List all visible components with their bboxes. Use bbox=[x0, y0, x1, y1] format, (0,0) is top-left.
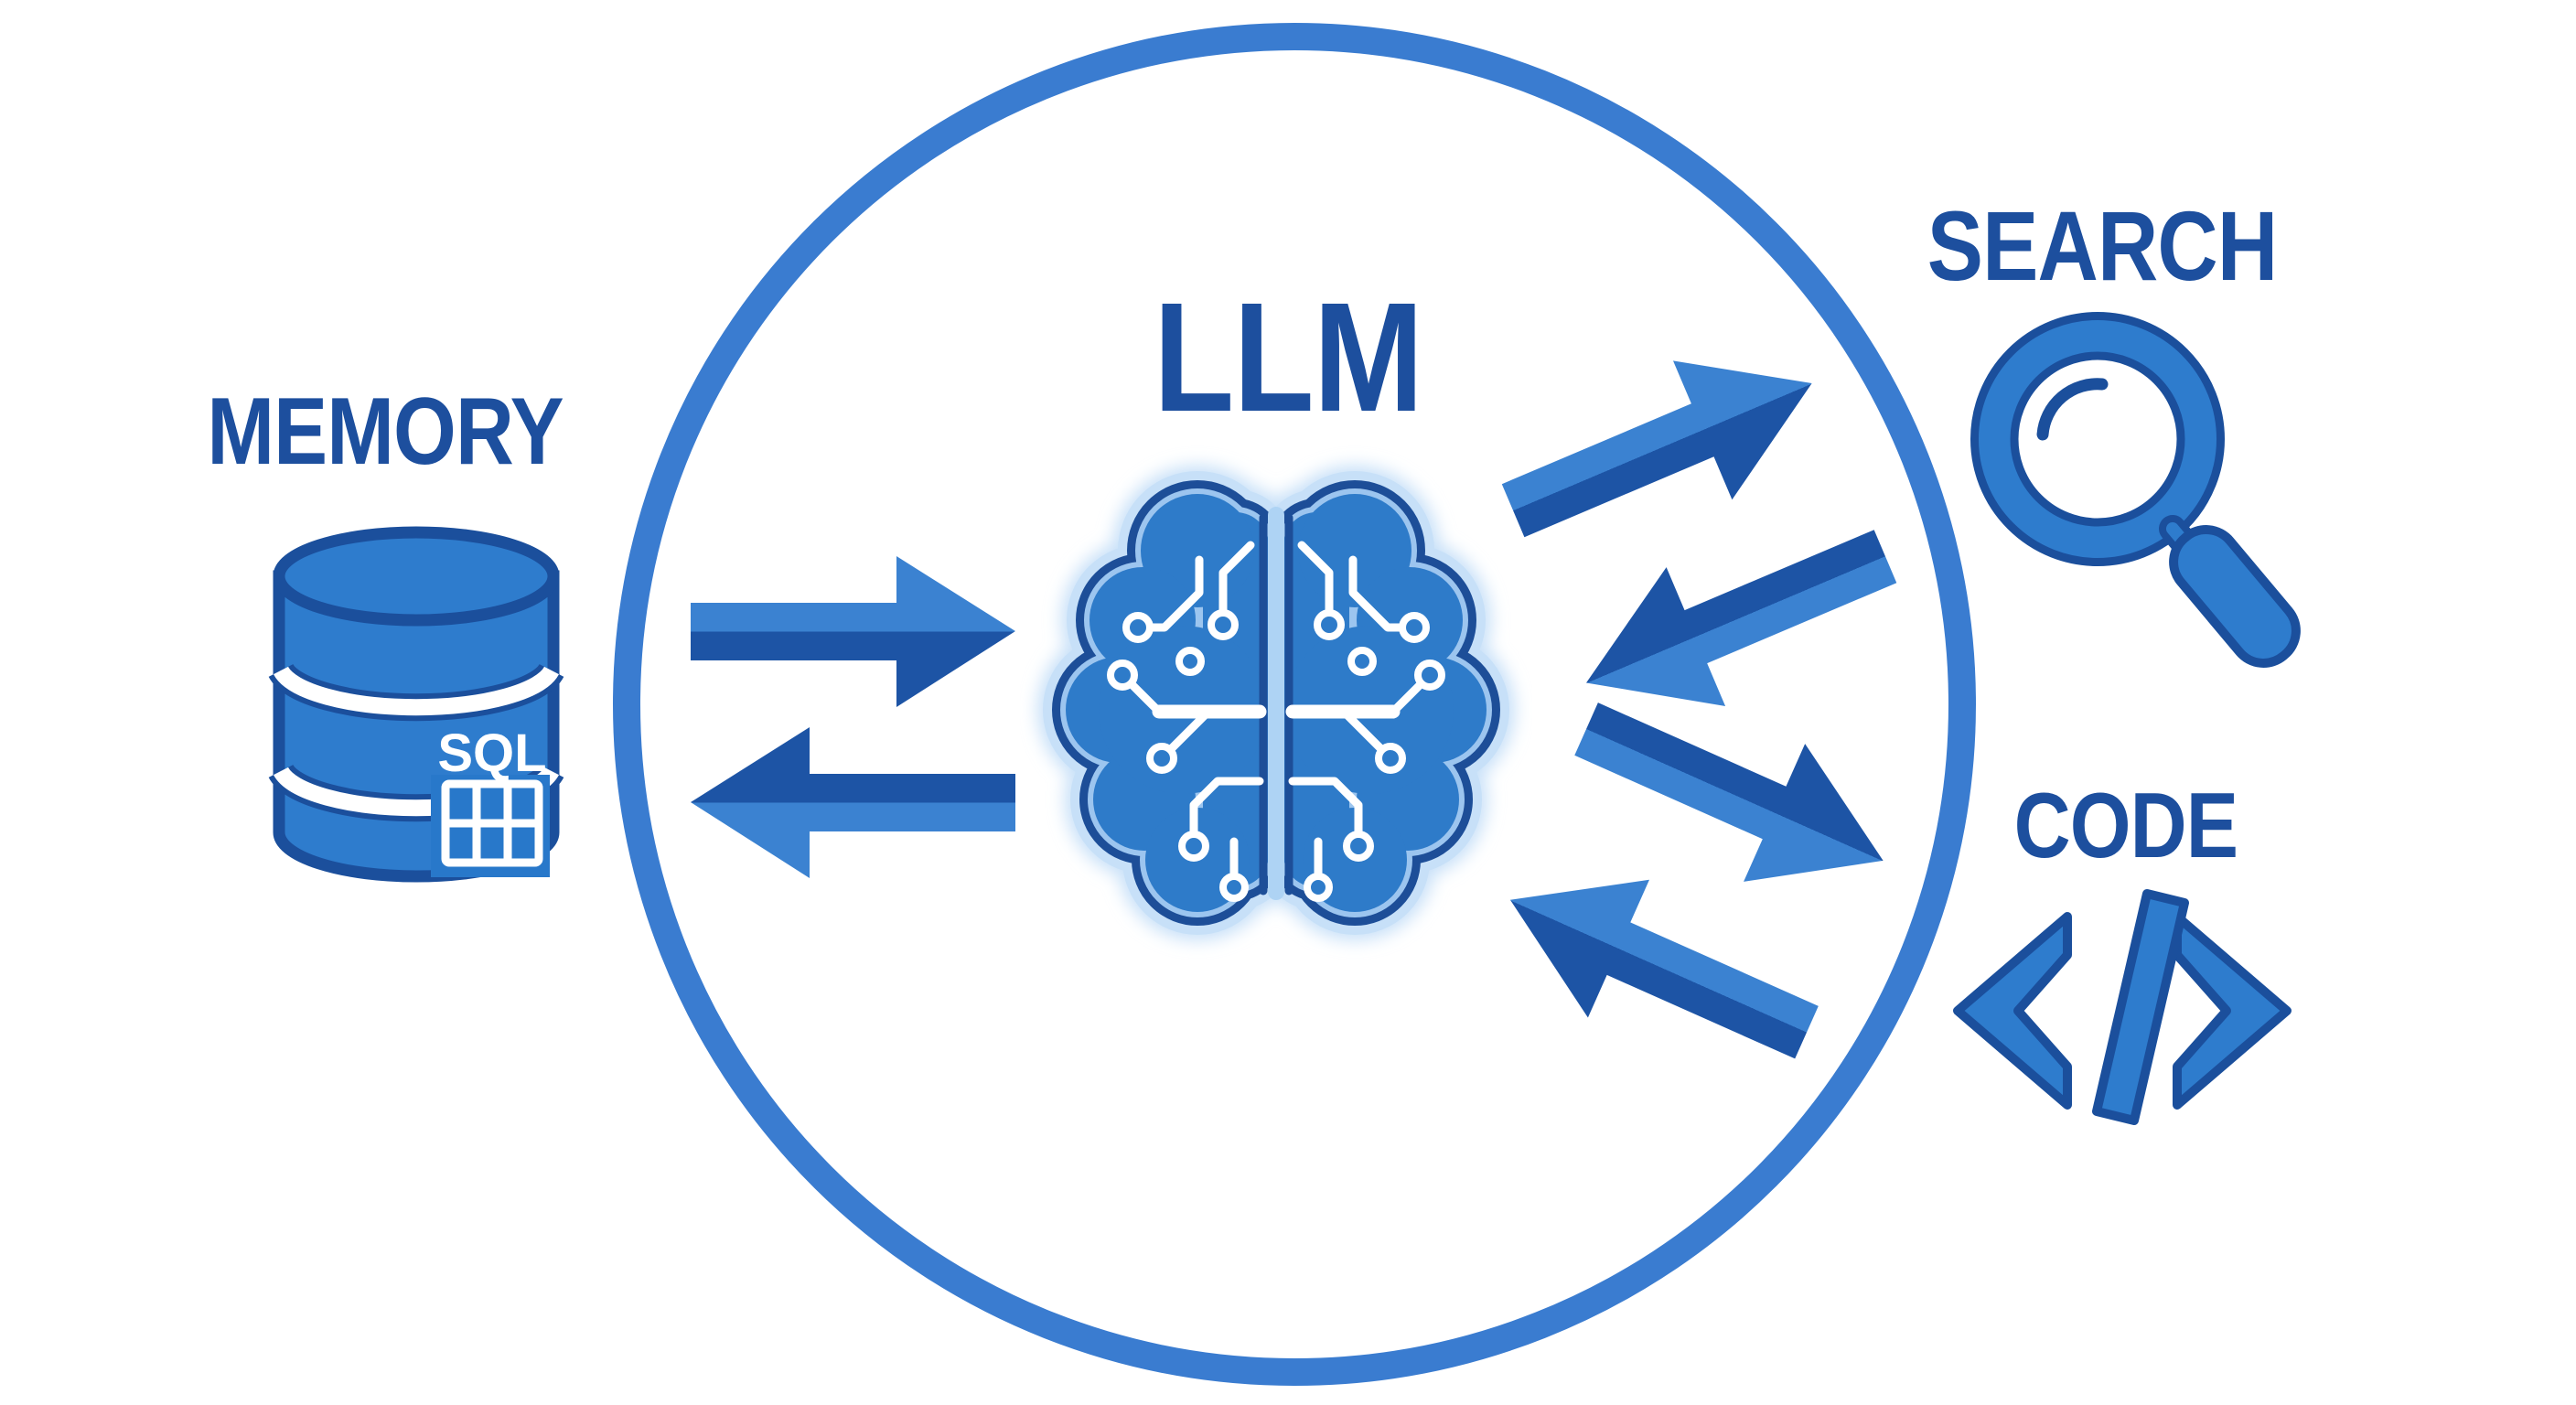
slash bbox=[2092, 889, 2189, 1125]
database-icon: SQL bbox=[268, 526, 564, 883]
sql-badge: SQL bbox=[437, 724, 546, 783]
arrow-to-llm bbox=[691, 556, 1015, 707]
right-chevron bbox=[2173, 912, 2292, 1110]
llm-search-arrows bbox=[1489, 341, 1910, 725]
llm-memory-arrows bbox=[691, 556, 1015, 878]
code-label: CODE bbox=[2013, 775, 2238, 877]
llm-code-arrows bbox=[1487, 689, 1907, 1073]
memory-label: MEMORY bbox=[207, 379, 564, 485]
lens-highlight-arc bbox=[2036, 378, 2109, 441]
llm-label: LLM bbox=[1153, 271, 1423, 445]
sql-table-icon bbox=[441, 779, 543, 867]
arrow-to-memory bbox=[691, 727, 1015, 878]
circuit-brain-icon bbox=[1020, 439, 1532, 970]
magnifier-handle bbox=[2169, 525, 2301, 668]
left-chevron bbox=[1953, 912, 2072, 1110]
search-label: SEARCH bbox=[1927, 190, 2278, 301]
magnifier-icon bbox=[1970, 312, 2301, 668]
brain-midline bbox=[1259, 507, 1293, 900]
code-brackets-icon bbox=[1953, 889, 2292, 1125]
arrow-to-search bbox=[1489, 341, 1842, 581]
